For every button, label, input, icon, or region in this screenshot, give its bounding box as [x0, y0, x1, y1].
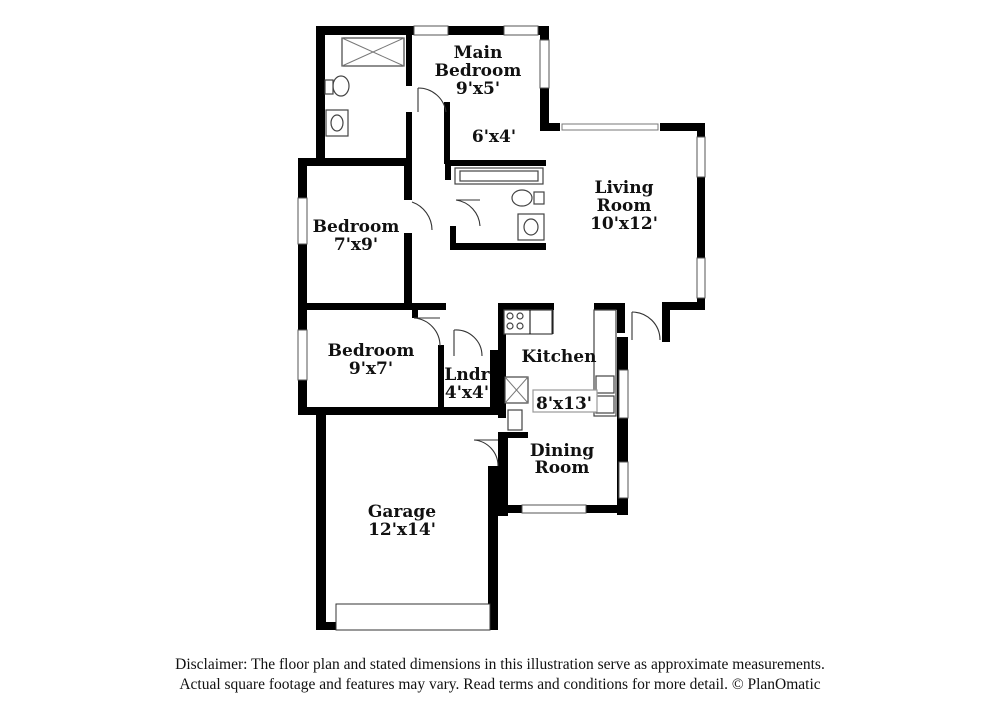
- door-bedroom-top: [411, 201, 433, 231]
- bedroom-top-dims: 7'x9': [334, 235, 378, 255]
- windows: [297, 25, 706, 631]
- disclaimer-line-1: Disclaimer: The floor plan and stated di…: [175, 656, 825, 673]
- main-bedroom-dims: 9'x5': [456, 79, 500, 99]
- dining-room-name-line1: Dining: [530, 441, 594, 461]
- disclaimer-line-2: Actual square footage and features may v…: [179, 676, 821, 693]
- door-garage: [473, 439, 499, 467]
- bedroom-bottom-name: Bedroom: [328, 341, 415, 361]
- main-bedroom-name-line2: Bedroom: [435, 61, 522, 81]
- fixtures: [324, 37, 617, 431]
- door-bedroom-bottom: [413, 317, 441, 347]
- living-room-dims: 10'x12': [590, 214, 658, 234]
- living-room-name-line1: Living: [595, 178, 654, 198]
- toilet-icon: [332, 75, 350, 97]
- kitchen-name: Kitchen: [522, 347, 597, 367]
- room-labels: Main Bedroom 9'x5' 6'x4' Living Room 10'…: [313, 43, 658, 540]
- door-laundry: [453, 329, 483, 357]
- main-bedroom-name-line1: Main: [454, 43, 503, 63]
- door-entry: [631, 311, 661, 341]
- door-main-bedroom: [417, 87, 447, 113]
- laundry-name: Lndr: [444, 365, 490, 385]
- closet-dims: 6'x4': [472, 127, 516, 147]
- sink-icon: [595, 375, 615, 394]
- door-bath-2: [455, 199, 481, 227]
- garage-dims: 12'x14': [368, 520, 436, 540]
- dining-room-name-line2: Room: [535, 458, 590, 478]
- bedroom-bottom-dims: 9'x7': [349, 359, 393, 379]
- walls: [298, 26, 705, 630]
- garage-name: Garage: [368, 502, 436, 522]
- kitchen-dims: 8'x13': [536, 394, 592, 414]
- laundry-dims: 4'x4': [445, 383, 489, 403]
- toilet-icon: [511, 189, 533, 207]
- sink-icon: [517, 213, 545, 241]
- living-room-name-line2: Room: [597, 196, 652, 216]
- bedroom-top-name: Bedroom: [313, 217, 400, 237]
- doors: [411, 87, 661, 467]
